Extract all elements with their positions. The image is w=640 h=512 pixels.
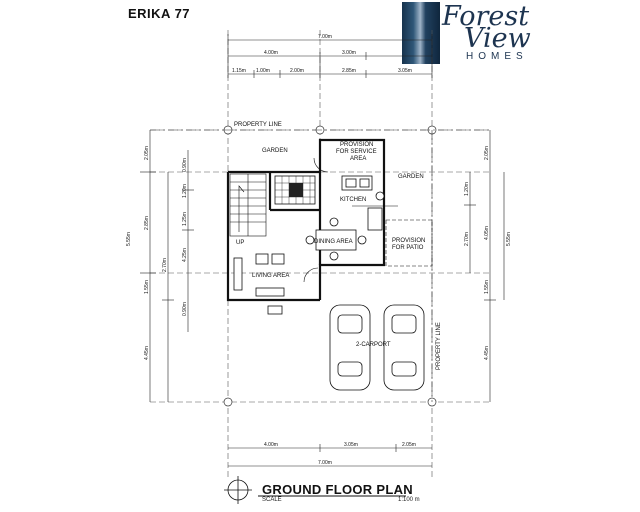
kitchen-counter <box>341 175 385 231</box>
dim-right-b2: 2.70m <box>464 232 470 246</box>
scale-label: SCALE <box>262 497 282 503</box>
label-service-area-3: AREA <box>350 156 366 162</box>
label-up: UP <box>236 240 244 246</box>
dim-left-b4: 2.70m <box>162 258 168 272</box>
dim-bot-seg3: 2.05m <box>402 442 416 448</box>
dim-left-a1: 2.05m <box>144 146 150 160</box>
dim-top-seg1: 4.00m <box>264 50 278 56</box>
label-garden-side: GARDEN <box>398 174 424 180</box>
living-furniture <box>233 253 285 315</box>
north-arrow <box>224 476 252 504</box>
dim-right-a2: 4.05m <box>484 226 490 240</box>
dim-right-c: 5.55m <box>506 232 512 246</box>
logo-wordmark: Forest View <box>442 1 531 54</box>
dimension-texts: 7.00m 4.00m 3.00m 1.15m 1.00m 2.00m 2.85… <box>126 34 512 466</box>
label-living: LIVING AREA <box>252 273 289 279</box>
dim-right-b1: 1.20m <box>464 182 470 196</box>
door-swings <box>303 157 329 283</box>
exterior-walls <box>226 138 386 302</box>
room-labels: GARDEN PROVISION FOR SERVICE AREA GARDEN… <box>234 122 442 370</box>
grid-bubbles <box>223 125 437 407</box>
label-patio-1: PROVISION <box>392 238 425 244</box>
carport-cars <box>329 304 425 391</box>
dim-top-sub4: 2.85m <box>342 68 356 74</box>
dim-bot-total: 7.00m <box>318 460 332 466</box>
top-dimensions <box>227 34 433 78</box>
dim-top-sub3: 2.00m <box>290 68 304 74</box>
dim-right-a1: 2.05m <box>484 146 490 160</box>
label-property-line-right: PROPERTY LINE <box>436 322 442 370</box>
dim-bot-seg1: 4.00m <box>264 442 278 448</box>
right-dimensions <box>464 130 505 402</box>
scale-value: 1:100 m <box>398 497 420 503</box>
dim-top-sub1: 1.15m <box>232 68 246 74</box>
dim-top-total: 7.00m <box>318 34 332 40</box>
label-service-area-2: FOR SERVICE <box>336 149 377 155</box>
dim-bot-seg2: 3.05m <box>344 442 358 448</box>
service-area-tiles <box>274 175 316 205</box>
dim-left-b3: 1.25m <box>182 212 188 226</box>
stairs <box>229 173 267 237</box>
logo-homes: HOMES <box>466 51 528 62</box>
label-patio-2: FOR PATIO <box>392 245 424 251</box>
label-garden-back: GARDEN <box>262 148 288 154</box>
label-property-line-top: PROPERTY LINE <box>234 122 282 128</box>
forest-view-logo: Forest View HOMES <box>402 2 531 64</box>
label-carport: 2-CARPORT <box>356 342 391 348</box>
dim-left-b2: 1.20m <box>182 184 188 198</box>
label-service-area-1: PROVISION <box>340 142 373 148</box>
logo-line-forest: Forest <box>442 1 530 32</box>
model-title: ERIKA 77 <box>128 6 191 21</box>
logo-forest-photo <box>402 2 440 64</box>
dining-set <box>305 217 367 261</box>
dim-left-b6: 0.90m <box>182 302 188 316</box>
dim-left-a2: 2.85m <box>144 216 150 230</box>
dim-left-a3: 1.55m <box>144 280 150 294</box>
dim-left-b1: 0.90m <box>182 158 188 172</box>
dim-right-a3: 1.55m <box>484 280 490 294</box>
plan-title: GROUND FLOOR PLAN <box>262 482 413 497</box>
patio-outline <box>385 219 433 267</box>
label-dining: DINING AREA <box>314 239 353 245</box>
label-kitchen: KITCHEN <box>340 197 366 203</box>
left-dimensions <box>140 130 194 402</box>
dim-right-a4: 4.45m <box>484 346 490 360</box>
logo-line-view: View <box>464 23 531 54</box>
dim-left-a4: 4.45m <box>144 346 150 360</box>
bottom-dimensions <box>228 444 432 467</box>
dim-top-seg2: 3.00m <box>342 50 356 56</box>
dim-top-sub5: 3.05m <box>398 68 412 74</box>
dim-left-b5: 4.25m <box>182 248 188 262</box>
dim-left-c: 5.55m <box>126 232 132 246</box>
dim-top-sub2: 1.00m <box>256 68 270 74</box>
